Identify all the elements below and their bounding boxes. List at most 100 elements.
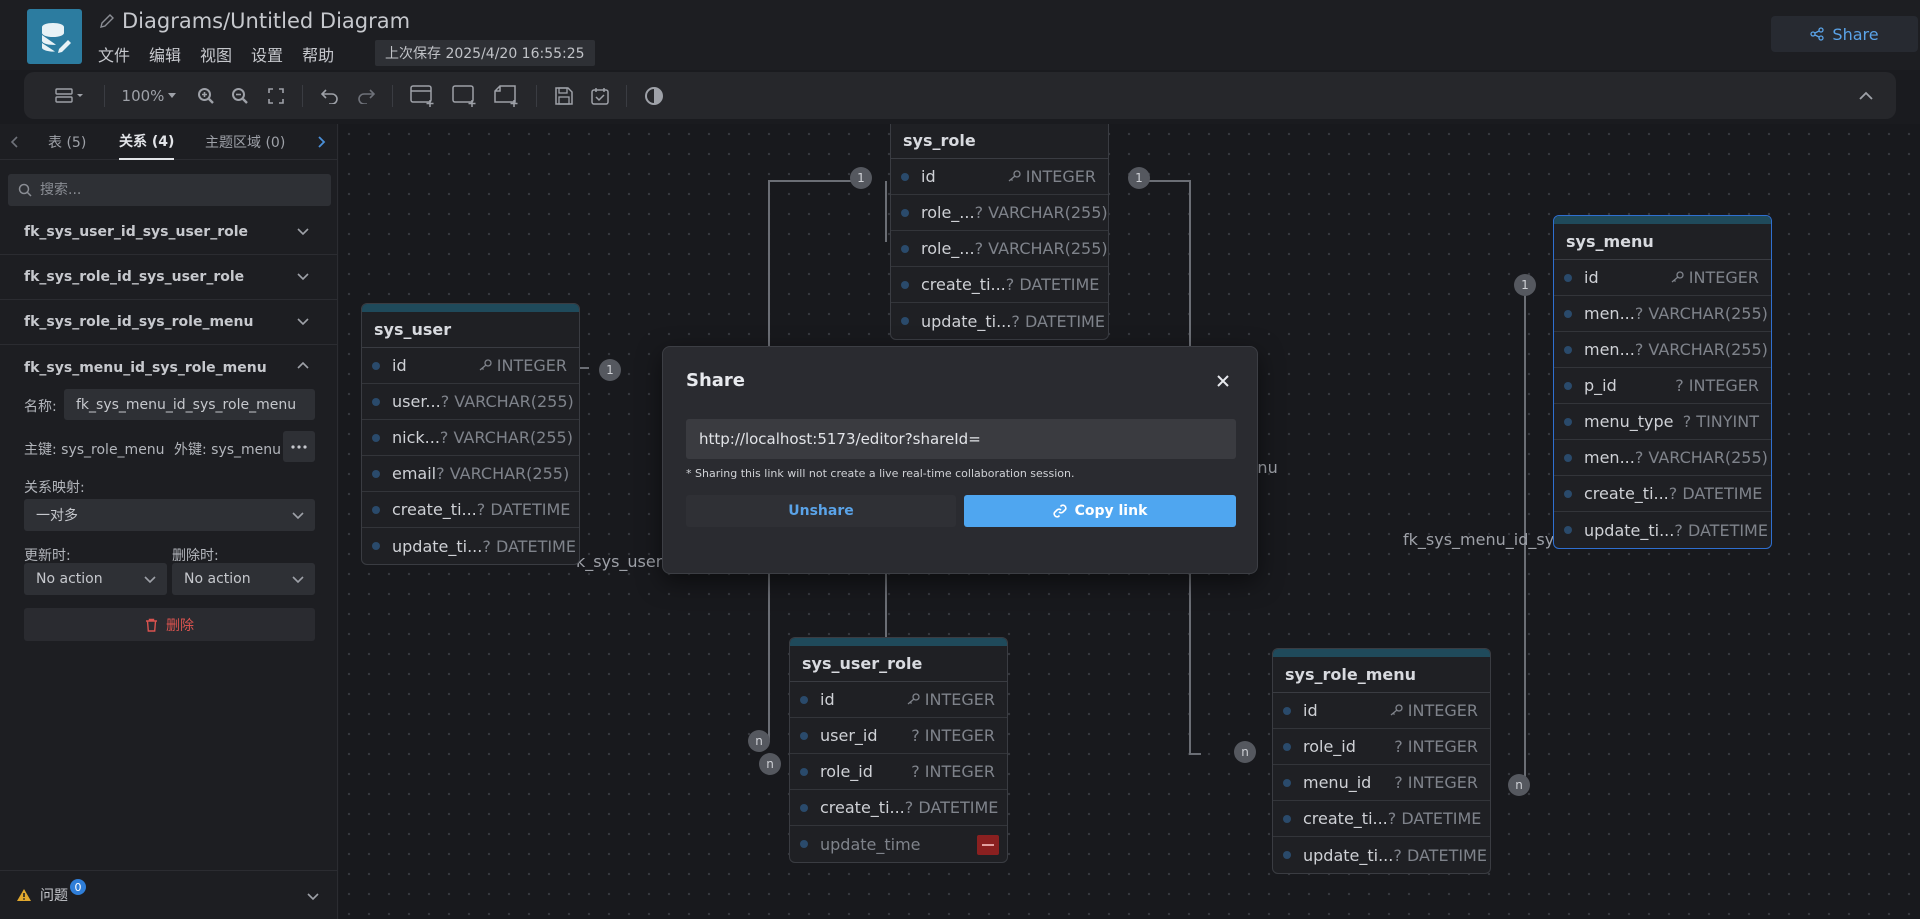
relation-item[interactable]: fk_sys_role_id_sys_role_menu: [0, 300, 338, 345]
fit-screen-button[interactable]: [264, 72, 288, 119]
field-handle[interactable]: [372, 469, 380, 478]
field-handle[interactable]: [372, 361, 380, 370]
field-handle[interactable]: [901, 208, 909, 217]
redo-button[interactable]: [354, 72, 378, 119]
on-delete-select[interactable]: No action: [172, 563, 315, 595]
table-row[interactable]: id INTEGER: [891, 159, 1108, 195]
table-row[interactable]: men...? VARCHAR(255): [1554, 440, 1771, 476]
table-row[interactable]: update_ti...? DATETIME: [1273, 837, 1490, 873]
app-logo[interactable]: [27, 9, 82, 64]
table-row[interactable]: men...? VARCHAR(255): [1554, 296, 1771, 332]
table-row[interactable]: p_id? INTEGER: [1554, 368, 1771, 404]
menu-help[interactable]: 帮助: [302, 46, 335, 65]
menu-settings[interactable]: 设置: [251, 46, 284, 65]
field-handle[interactable]: [800, 695, 808, 704]
field-handle[interactable]: [1283, 851, 1291, 859]
field-handle[interactable]: [901, 172, 909, 181]
table-sys-user[interactable]: sys_user id INTEGER user...? VARCHAR(255…: [361, 303, 580, 565]
add-table-button[interactable]: [408, 72, 438, 119]
field-handle[interactable]: [1283, 778, 1291, 787]
validate-button[interactable]: [588, 72, 612, 119]
field-handle[interactable]: [800, 840, 808, 848]
field-handle[interactable]: [1564, 453, 1572, 462]
field-handle[interactable]: [1564, 273, 1572, 282]
table-sys-role[interactable]: sys_role id INTEGER role_...? VARCHAR(25…: [890, 124, 1109, 340]
tab-tables[interactable]: 表 (5): [48, 135, 87, 151]
table-row[interactable]: men...? VARCHAR(255): [1554, 332, 1771, 368]
table-sys-menu[interactable]: sys_menu id INTEGER men...? VARCHAR(255)…: [1553, 215, 1772, 549]
field-handle[interactable]: [901, 317, 909, 325]
collapse-toolbar-button[interactable]: [1854, 72, 1878, 119]
save-button[interactable]: [552, 72, 576, 119]
field-handle[interactable]: [1564, 489, 1572, 498]
share-button[interactable]: Share: [1771, 16, 1918, 52]
on-update-select[interactable]: No action: [24, 563, 167, 595]
table-row[interactable]: update_ti...? DATETIME: [362, 528, 579, 564]
table-row[interactable]: user_id? INTEGER: [790, 718, 1007, 754]
more-options-button[interactable]: [283, 431, 315, 462]
delete-relation-button[interactable]: 删除: [24, 608, 315, 641]
field-handle[interactable]: [800, 803, 808, 812]
zoom-dropdown[interactable]: 100%: [120, 72, 178, 119]
table-row[interactable]: menu_type? TINYINT: [1554, 404, 1771, 440]
tab-relations[interactable]: 关系 (4): [119, 124, 175, 160]
relation-name-input[interactable]: fk_sys_menu_id_sys_role_menu: [64, 389, 315, 420]
table-row[interactable]: create_ti...? DATETIME: [891, 267, 1108, 303]
table-row[interactable]: user...? VARCHAR(255): [362, 384, 579, 420]
tabs-scroll-right-button[interactable]: [318, 124, 326, 160]
relation-item-expanded[interactable]: fk_sys_menu_id_sys_role_menu: [0, 345, 338, 390]
field-handle[interactable]: [1564, 526, 1572, 534]
close-dialog-button[interactable]: [1213, 371, 1233, 391]
remove-field-button[interactable]: [977, 835, 999, 855]
field-handle[interactable]: [901, 280, 909, 289]
field-handle[interactable]: [800, 767, 808, 776]
table-row[interactable]: id INTEGER: [362, 348, 579, 384]
theme-toggle-button[interactable]: [642, 72, 666, 119]
diagram-title[interactable]: Diagrams/Untitled Diagram: [98, 9, 410, 33]
add-note-button[interactable]: [492, 72, 522, 119]
table-row[interactable]: create_ti...? DATETIME: [362, 492, 579, 528]
share-link-field[interactable]: http://localhost:5173/editor?shareId=: [686, 419, 1236, 459]
add-area-button[interactable]: [450, 72, 480, 119]
table-row[interactable]: id INTEGER: [1554, 260, 1771, 296]
copy-link-button[interactable]: Copy link: [964, 495, 1236, 527]
table-row[interactable]: update_ti...? DATETIME: [1554, 512, 1771, 548]
field-handle[interactable]: [1564, 345, 1572, 354]
relation-item[interactable]: fk_sys_role_id_sys_user_role: [0, 255, 338, 300]
diagram-canvas[interactable]: 1 1 1 1 n n n n _menu fk_sys_menu_id_sys…: [339, 124, 1920, 919]
table-row[interactable]: nick...? VARCHAR(255): [362, 420, 579, 456]
menu-edit[interactable]: 编辑: [149, 46, 182, 65]
table-row[interactable]: role_...? VARCHAR(255): [891, 195, 1108, 231]
field-handle[interactable]: [372, 397, 380, 406]
search-input[interactable]: [40, 182, 320, 198]
table-row[interactable]: create_ti...? DATETIME: [1554, 476, 1771, 512]
field-handle[interactable]: [1283, 814, 1291, 823]
table-row[interactable]: role_id? INTEGER: [1273, 729, 1490, 765]
undo-button[interactable]: [318, 72, 342, 119]
field-handle[interactable]: [1564, 417, 1572, 426]
table-sys-user-role[interactable]: sys_user_role id INTEGER user_id? INTEGE…: [789, 637, 1008, 863]
zoom-out-button[interactable]: [228, 72, 252, 119]
table-row[interactable]: role_...? VARCHAR(255): [891, 231, 1108, 267]
menu-file[interactable]: 文件: [98, 46, 131, 65]
table-row[interactable]: update_ti...? DATETIME: [891, 303, 1108, 339]
table-row[interactable]: update_time: [790, 826, 1007, 862]
field-handle[interactable]: [372, 542, 380, 550]
field-handle[interactable]: [1564, 309, 1572, 318]
unshare-button[interactable]: Unshare: [686, 495, 956, 527]
table-row[interactable]: email? VARCHAR(255): [362, 456, 579, 492]
table-row[interactable]: create_ti...? DATETIME: [1273, 801, 1490, 837]
issues-panel[interactable]: 问题 0: [0, 870, 338, 919]
relation-item[interactable]: fk_sys_user_id_sys_user_role: [0, 210, 338, 255]
field-handle[interactable]: [800, 731, 808, 740]
table-row[interactable]: id INTEGER: [790, 682, 1007, 718]
table-row[interactable]: menu_id? INTEGER: [1273, 765, 1490, 801]
field-handle[interactable]: [372, 505, 380, 514]
cardinality-select[interactable]: 一对多: [24, 499, 315, 531]
menu-view[interactable]: 视图: [200, 46, 233, 65]
table-row[interactable]: role_id? INTEGER: [790, 754, 1007, 790]
field-handle[interactable]: [1564, 381, 1572, 390]
field-handle[interactable]: [372, 433, 380, 442]
field-handle[interactable]: [1283, 742, 1291, 751]
zoom-in-button[interactable]: [194, 72, 218, 119]
